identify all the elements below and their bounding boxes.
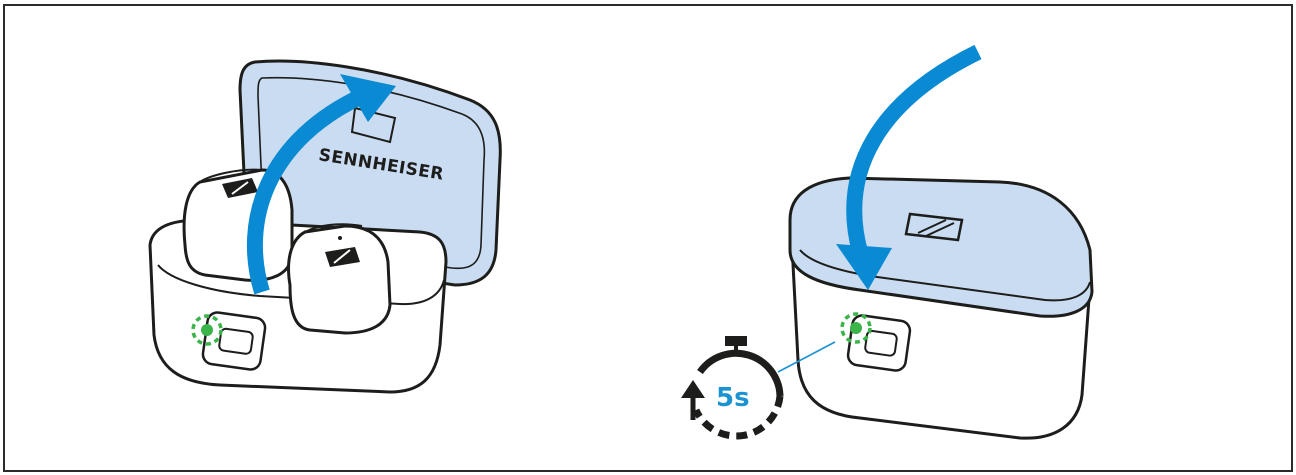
open-charging-case: SENNHEISER — [148, 59, 502, 394]
open-lid-arrow — [246, 88, 366, 295]
close-lid-arrow — [846, 44, 982, 255]
open-lid-arrowhead — [340, 74, 396, 122]
timer-leader-line — [777, 341, 836, 373]
stopwatch-icon: 5s — [681, 336, 784, 440]
closed-charging-case: 5s — [681, 44, 1094, 440]
status-led-icon — [201, 324, 213, 336]
brand-logo-icon — [904, 212, 964, 242]
close-lid-arrowhead — [836, 244, 892, 290]
earbud-right — [287, 223, 392, 335]
status-led-icon-closed — [850, 322, 862, 334]
timer-duration-label: 5s — [716, 383, 750, 413]
